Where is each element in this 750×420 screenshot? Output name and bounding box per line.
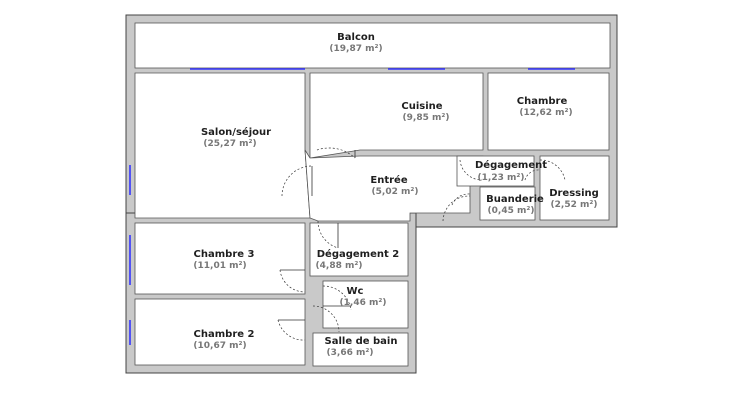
door-main-entry <box>442 195 471 222</box>
door-sdb <box>312 305 340 333</box>
door-degagement2 <box>317 220 339 249</box>
room-labels: Balcon (19,87 m²) Salon/séjour (25,27 m²… <box>193 32 598 358</box>
floor-balcon <box>134 22 611 69</box>
door-degagement <box>459 159 483 181</box>
label-buanderie: Buanderie <box>486 194 544 205</box>
area-buanderie: (0,45 m²) <box>488 206 535 216</box>
label-cuisine: Cuisine <box>401 101 442 112</box>
label-wc: Wc <box>347 286 364 297</box>
label-degagement2: Dégagement 2 <box>317 248 400 260</box>
floor-chambre3 <box>134 222 306 295</box>
label-dressing: Dressing <box>549 188 599 199</box>
floor-wc <box>322 280 409 329</box>
area-sdb: (3,66 m²) <box>327 348 374 358</box>
area-dressing: (2,52 m²) <box>551 200 598 210</box>
door-dressing-right <box>524 169 541 181</box>
label-sdb: Salle de bain <box>325 336 398 347</box>
area-wc: (1,46 m²) <box>340 298 387 308</box>
door-dressing <box>539 159 566 181</box>
label-chambre3: Chambre 3 <box>194 249 255 260</box>
area-chambre2: (10,67 m²) <box>193 341 246 351</box>
floor-cuisine <box>309 72 484 159</box>
area-balcon: (19,87 m²) <box>329 44 382 54</box>
area-degagement: (1,23 m²) <box>478 173 525 183</box>
floor-chambre2 <box>134 298 306 366</box>
door-leaves <box>278 150 356 321</box>
area-degagement2: (4,88 m²) <box>316 261 363 271</box>
floor-dressing <box>539 155 610 221</box>
label-chambre2: Chambre 2 <box>194 329 255 340</box>
area-cuisine: (9,85 m²) <box>403 113 450 123</box>
label-balcon: Balcon <box>337 32 375 43</box>
floor-degagement2 <box>309 222 409 277</box>
floor-chambre <box>487 72 610 151</box>
label-chambre: Chambre <box>517 96 568 107</box>
label-degagement: Dégagement <box>475 159 547 171</box>
door-buanderie <box>451 193 471 206</box>
area-chambre3: (11,01 m²) <box>193 261 246 271</box>
door-swings <box>277 147 566 341</box>
room-floors <box>134 22 611 367</box>
door-wc <box>322 285 352 311</box>
windows <box>129 68 575 345</box>
area-salon: (25,27 m²) <box>203 139 256 149</box>
door-chambre2 <box>277 319 306 341</box>
area-entree: (5,02 m²) <box>372 187 419 197</box>
door-chambre3 <box>279 269 306 293</box>
label-salon: Salon/séjour <box>201 126 271 138</box>
label-entree: Entrée <box>370 174 407 186</box>
floor-sdb <box>312 332 409 367</box>
door-cuisine-entree <box>316 147 356 159</box>
area-chambre: (12,62 m²) <box>519 108 572 118</box>
door-salon-entree <box>281 165 313 197</box>
floor-buanderie <box>479 186 536 221</box>
